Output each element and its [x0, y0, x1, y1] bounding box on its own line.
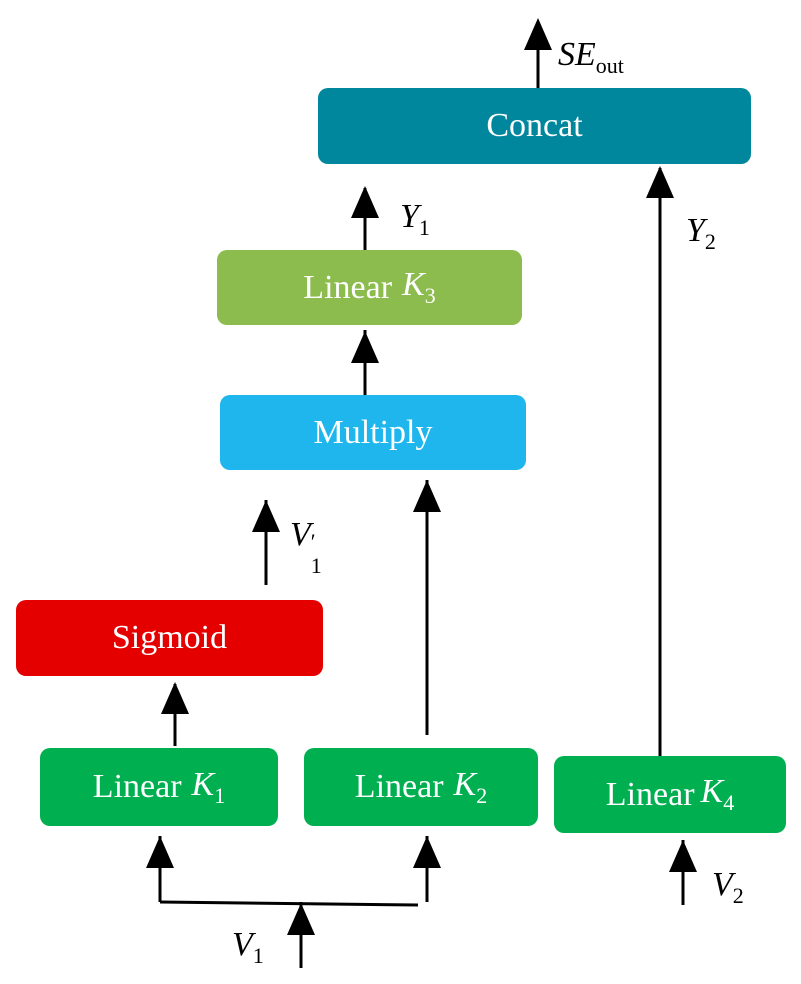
se-out-label: SEout	[558, 36, 624, 78]
sigmoid-block: Sigmoid	[16, 600, 323, 676]
linear-k2-label: Linear	[354, 768, 444, 805]
arrowhead-linear2-to-multiply	[413, 480, 441, 512]
linear-k3-block: Linear K3	[217, 250, 522, 325]
arrowhead-linear1-to-sigmoid	[161, 682, 189, 714]
linear-k2-subscript: 2	[476, 782, 488, 808]
linear-k1-symbol: K	[191, 765, 215, 803]
multiply-block: Multiply	[220, 395, 526, 470]
linear-k1-block: Linear K1	[40, 748, 278, 826]
arrowhead-v1-to-linear1	[146, 836, 174, 868]
linear-k2-block: Linear K2	[304, 748, 538, 826]
multiply-label: Multiply	[313, 413, 433, 451]
split-line-v1	[159, 900, 419, 907]
linear-k2-symbol: K	[453, 765, 477, 803]
linear-k3-symbol: K	[402, 266, 425, 304]
arrowhead-y1	[351, 186, 379, 218]
v1-label: V1	[232, 926, 264, 968]
v2-label: V2	[712, 866, 744, 908]
concat-label: Concat	[486, 107, 583, 144]
linear-k3-label: Linear	[303, 268, 393, 306]
arrowhead-multiply-to-linear3	[351, 331, 379, 363]
y1-label: Y1	[400, 198, 430, 240]
linear-k4-block: Linear K4	[554, 756, 786, 833]
linear-k1-subscript: 1	[214, 782, 226, 808]
sigmoid-label: Sigmoid	[111, 619, 228, 656]
arrowhead-v1-input	[287, 903, 315, 935]
arrowhead-se-out	[524, 18, 552, 50]
linear-k4-subscript: 4	[723, 789, 735, 815]
arrowhead-v1-to-linear2	[413, 836, 441, 868]
linear-k3-subscript: 3	[424, 282, 436, 308]
concat-block: Concat	[318, 88, 751, 164]
linear-k4-label: Linear	[605, 775, 695, 813]
y2-label: Y2	[686, 212, 716, 254]
v1-prime-label: V′1	[290, 516, 322, 578]
linear-k1-label: Linear	[92, 768, 182, 805]
arrowhead-v2-input	[669, 840, 697, 872]
linear-k4-symbol: K	[700, 773, 724, 811]
arrowhead-v1-prime	[252, 500, 280, 532]
arrowhead-y2	[646, 166, 674, 198]
